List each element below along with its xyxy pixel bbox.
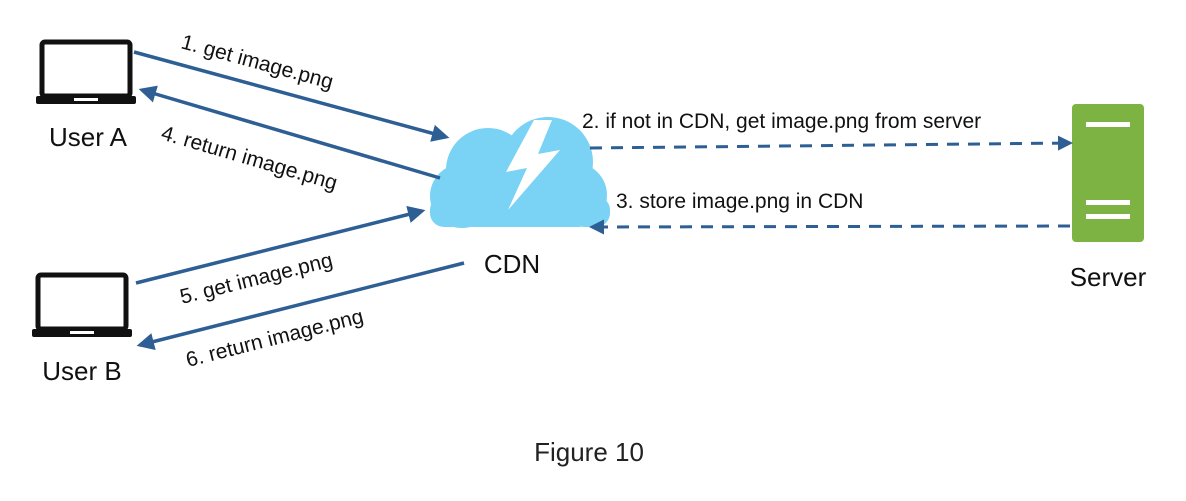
server-icon <box>1072 104 1144 242</box>
arrow-4-return <box>138 85 441 180</box>
arrow-5-get <box>135 205 426 285</box>
step-2-label: 2. if not in CDN, get image.png from ser… <box>582 110 981 133</box>
arrow-3-store <box>589 219 1071 235</box>
figure-caption: Figure 10 <box>534 437 644 467</box>
user-a-label: User A <box>49 122 128 152</box>
cdn-label: CDN <box>484 249 540 279</box>
arrow-2-fetch <box>589 135 1073 151</box>
server-label: Server <box>1070 262 1147 292</box>
step-6-label: 6. return image.png <box>184 305 366 372</box>
user-b-laptop-icon <box>32 272 132 337</box>
step-3-label: 3. store image.png in CDN <box>616 190 863 213</box>
cdn-cloud-icon <box>430 117 610 228</box>
user-b-label: User B <box>42 356 121 386</box>
arrow-6-return <box>136 261 465 351</box>
lightning-icon <box>506 120 560 210</box>
user-a-laptop-icon <box>36 39 136 104</box>
step-4-label: 4. return image.png <box>159 122 340 195</box>
arrow-1-get <box>133 50 450 142</box>
